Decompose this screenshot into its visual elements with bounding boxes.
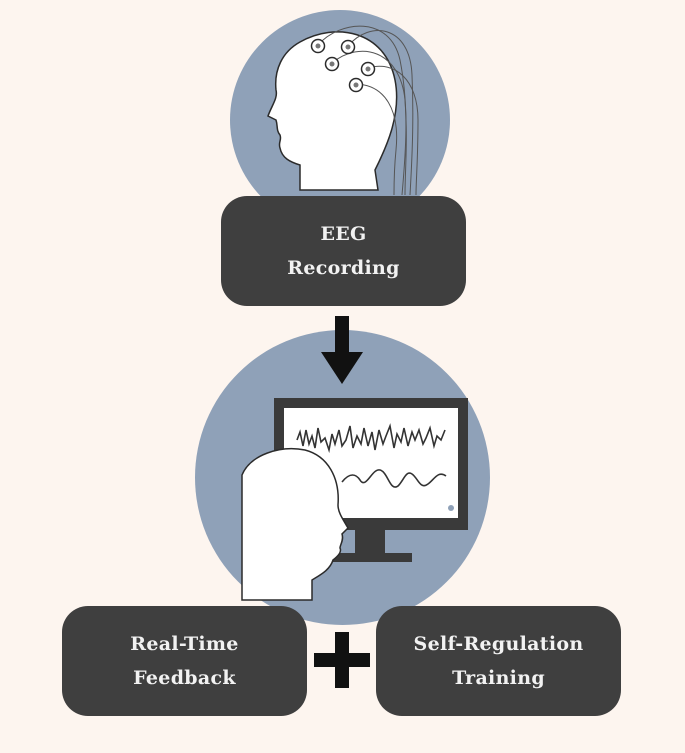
real-time-feedback-box: Real-Time Feedback: [62, 606, 307, 716]
eeg-recording-line2: Recording: [287, 257, 400, 279]
viewer-head-icon: [241, 448, 349, 601]
eeg-recording-line1: EEG: [320, 223, 367, 245]
eeg-recording-box: EEG Recording: [221, 196, 466, 306]
self-regulation-training-line2: Training: [452, 667, 545, 689]
real-time-feedback-line1: Real-Time: [130, 633, 239, 655]
real-time-feedback-line2: Feedback: [133, 667, 236, 689]
self-regulation-training-line1: Self-Regulation: [413, 633, 584, 655]
self-regulation-training-box: Self-Regulation Training: [376, 606, 621, 716]
